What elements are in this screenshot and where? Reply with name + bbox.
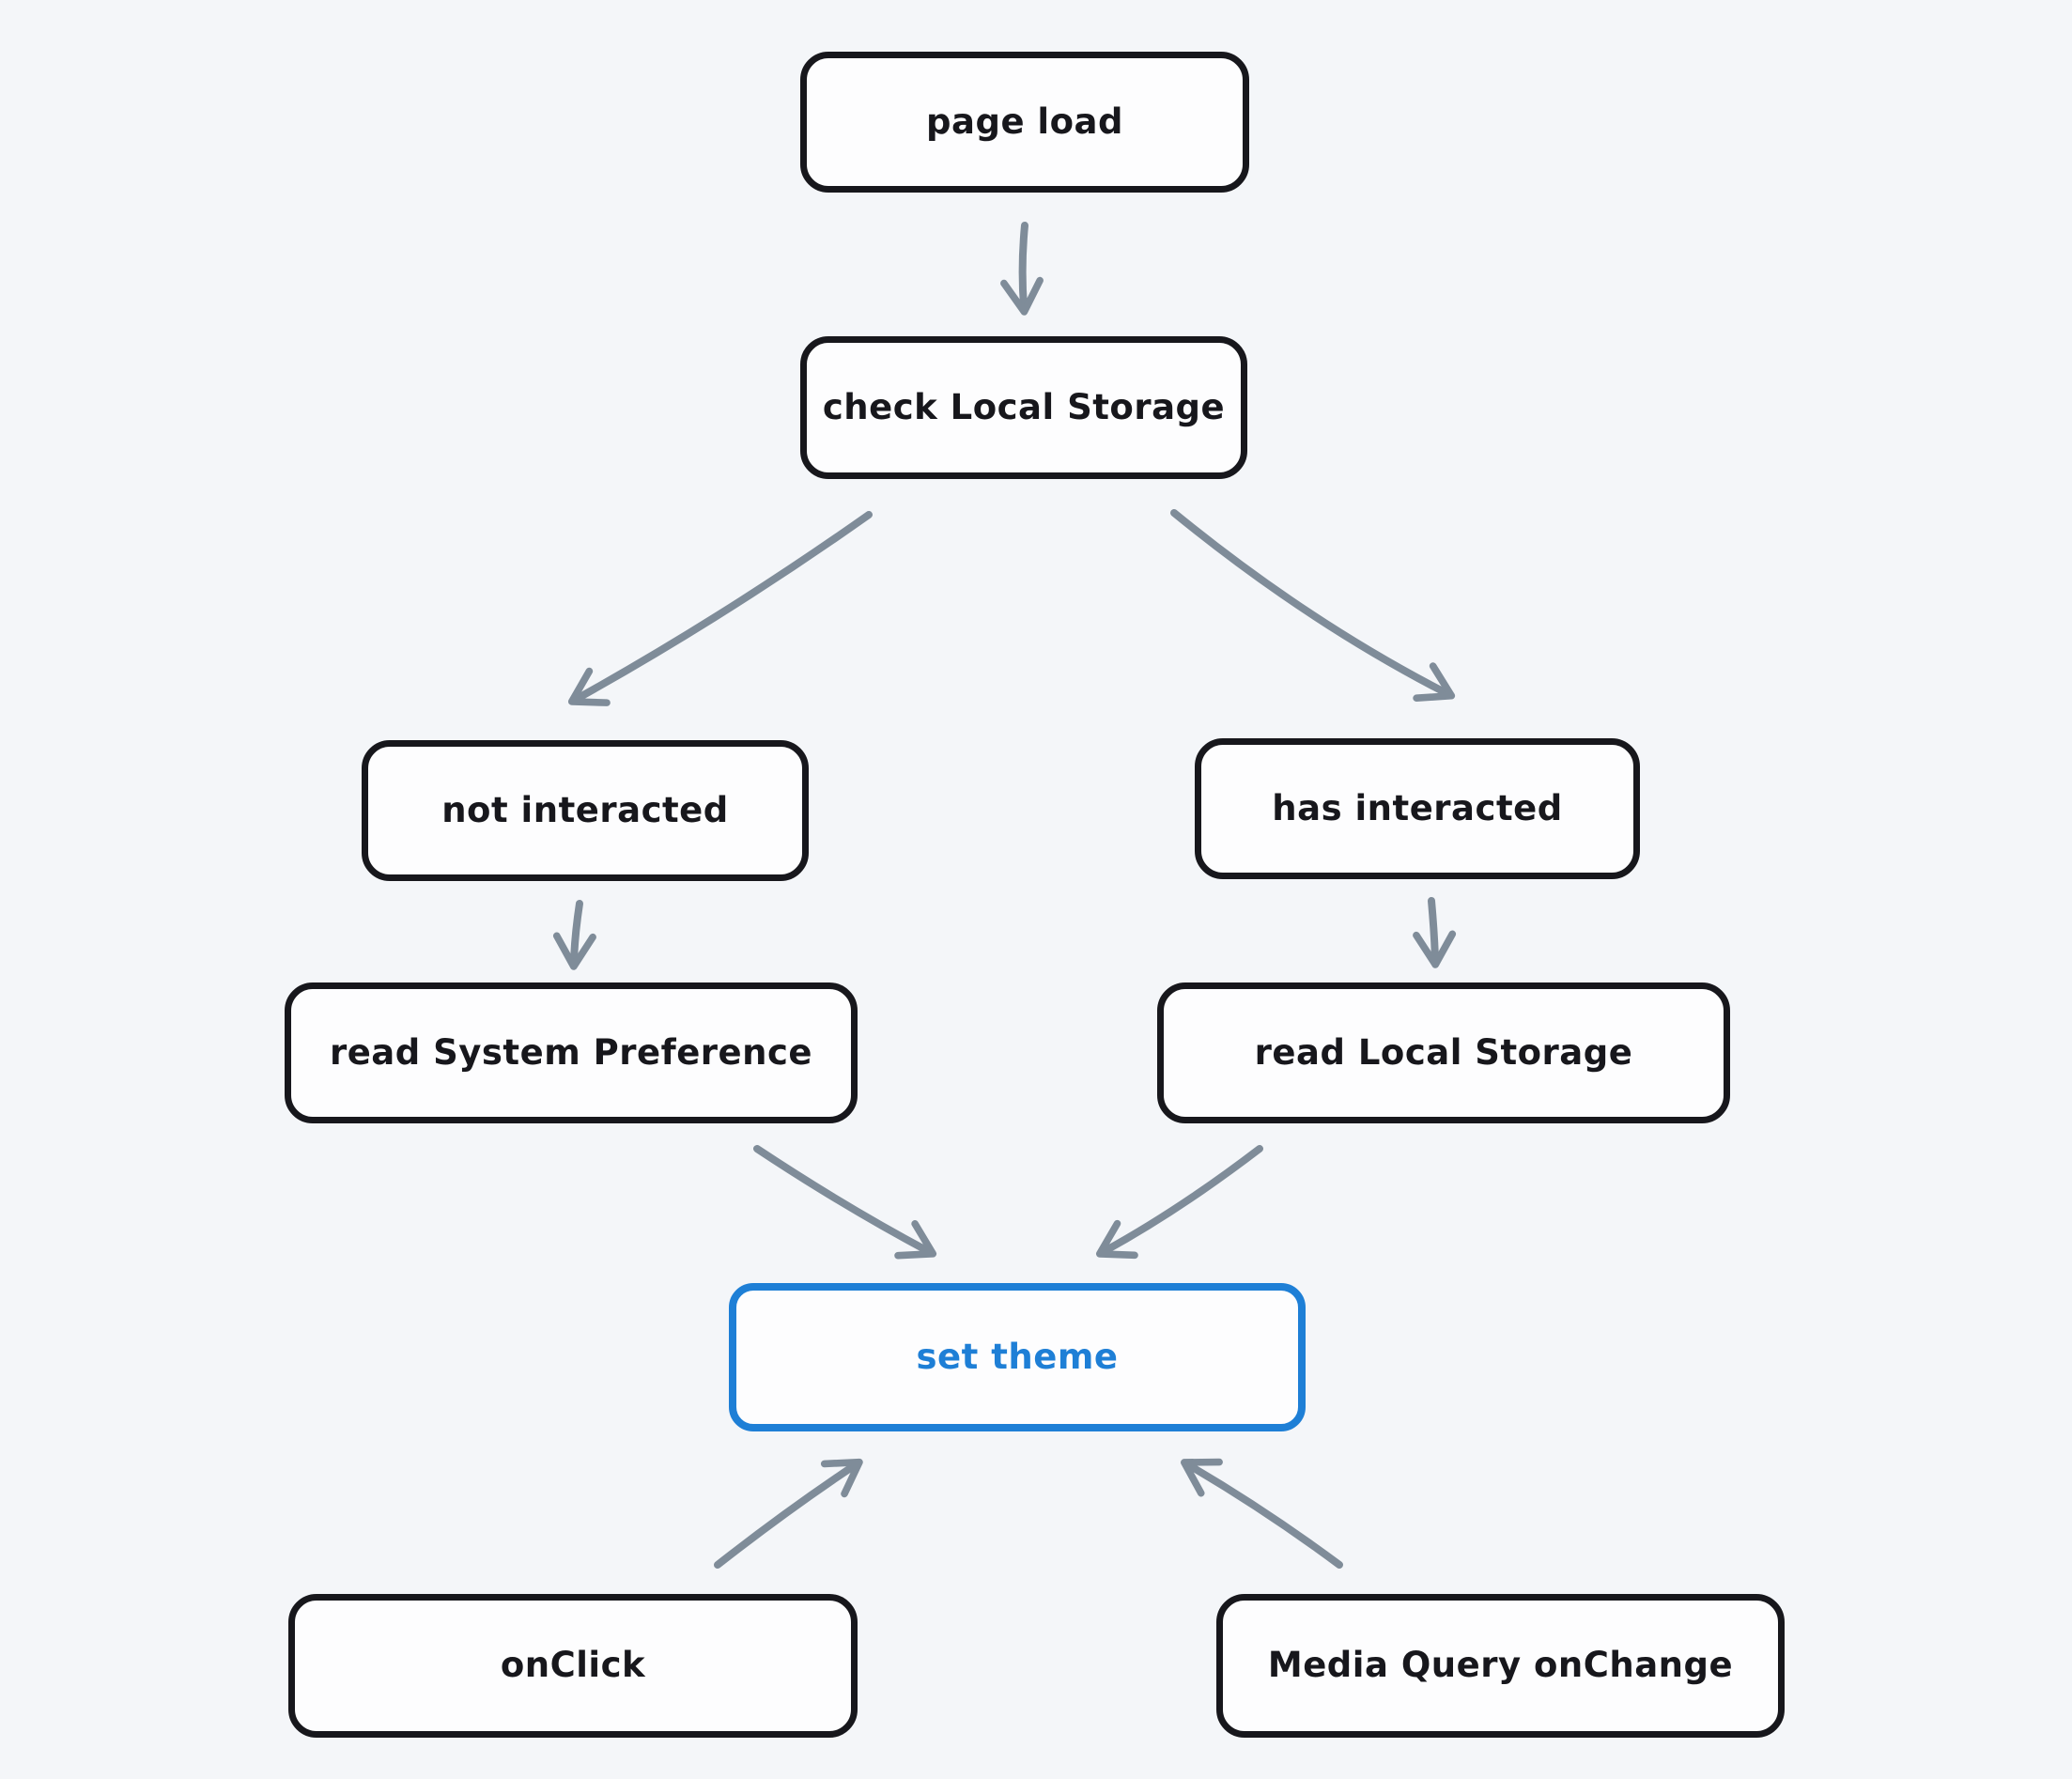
arrow-mediaquery-settheme [1181, 1458, 1343, 1569]
node-media-query-onchange: Media Query onChange [1216, 1594, 1785, 1738]
node-page-load-label: page load [926, 101, 1123, 142]
node-read-local-storage-label: read Local Storage [1254, 1031, 1633, 1073]
node-check-local-storage: check Local Storage [800, 336, 1247, 479]
node-page-load: page load [800, 52, 1249, 193]
node-not-interacted-label: not interacted [441, 789, 729, 830]
node-set-theme-label: set theme [916, 1336, 1119, 1377]
arrow-onclick-settheme [714, 1458, 863, 1569]
arrow-hasinteracted-readlocal [1413, 897, 1457, 968]
node-read-system-preference: read System Preference [285, 982, 858, 1123]
node-not-interacted: not interacted [362, 740, 809, 881]
node-read-system-preference-label: read System Preference [329, 1031, 813, 1073]
arrow-pageload-checklocalstorage [1000, 222, 1044, 316]
node-on-click: onClick [288, 1594, 858, 1738]
arrow-notinteracted-readsystem [552, 900, 596, 970]
arrow-readlocal-settheme [1095, 1145, 1263, 1260]
arrow-check-notinteracted [567, 511, 873, 706]
node-check-local-storage-label: check Local Storage [822, 386, 1226, 427]
node-media-query-onchange-label: Media Query onChange [1267, 1645, 1734, 1686]
node-has-interacted-label: has interacted [1272, 787, 1563, 828]
node-set-theme: set theme [729, 1283, 1306, 1431]
arrow-readsystem-settheme [753, 1145, 937, 1260]
node-read-local-storage: read Local Storage [1157, 982, 1730, 1123]
node-on-click-label: onClick [500, 1645, 646, 1686]
node-has-interacted: has interacted [1195, 738, 1640, 879]
arrow-check-hasinteracted [1170, 509, 1456, 702]
